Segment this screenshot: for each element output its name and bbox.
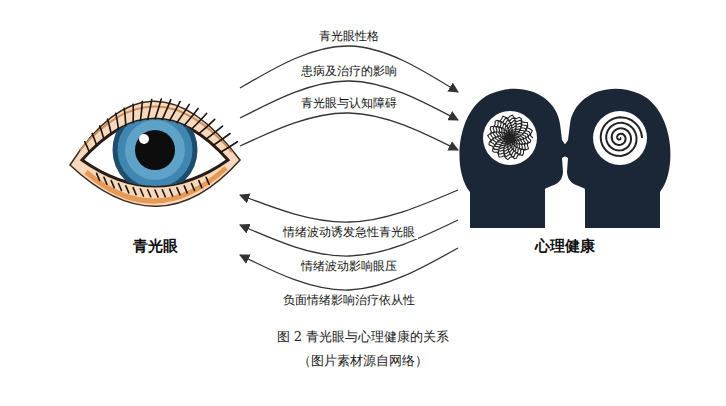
arrow-connector — [240, 113, 458, 150]
node-label: 心理健康 — [458, 237, 672, 256]
eye-illustration — [70, 99, 240, 206]
arrow-connector — [240, 46, 458, 92]
edge-label: 患病及治疗的影响 — [298, 64, 400, 78]
arrow-connector — [240, 248, 458, 290]
edge-label: 青光眼与认知障碍 — [298, 96, 400, 110]
mind-node: 心理健康 — [458, 80, 672, 256]
source-note: （图片素材源自网络） — [0, 352, 726, 370]
edge-label: 情绪波动影响眼压 — [298, 259, 400, 273]
edge-label: 负面情绪影响治疗依从性 — [280, 293, 418, 307]
heads-illustration — [459, 89, 670, 228]
figure-caption: 图 2 青光眼与心理健康的关系 — [0, 328, 726, 346]
edge-label: 情绪波动诱发急性青光眼 — [280, 225, 418, 239]
eye-node: 青光眼 — [70, 80, 240, 256]
edge-label: 青光眼性格 — [316, 29, 382, 43]
arrow-connector — [240, 220, 458, 256]
node-label: 青光眼 — [70, 237, 240, 256]
arrow-connector — [240, 81, 458, 120]
arrow-connector — [240, 190, 458, 222]
